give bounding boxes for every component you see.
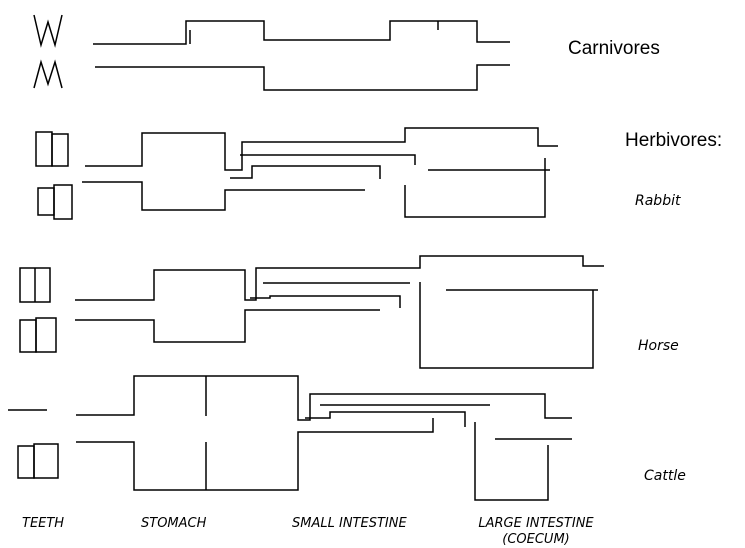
horse-caecum [419, 282, 594, 369]
horse-lower-tooth-b [35, 317, 57, 353]
rabbit-label: Rabbit [635, 193, 681, 209]
horse-lower-tooth-a [19, 319, 37, 353]
cattle-lower-tooth-b [33, 443, 59, 479]
stomach-column-label: STOMACH [141, 516, 207, 531]
carnivore-tract-bottom [95, 64, 510, 91]
carnivore-tract-top [93, 20, 510, 45]
carnivores-label: Carnivores [568, 38, 660, 59]
cattle-diagram [8, 375, 572, 501]
large-intestine-label: LARGE INTESTINE [478, 516, 594, 531]
rabbit-tract-bottom [82, 181, 365, 211]
carnivore-lower-teeth [33, 59, 63, 89]
rabbit-upper-tooth-a [35, 131, 53, 167]
cattle-tract-bottom [76, 418, 434, 491]
horse-tract-bottom [75, 309, 380, 343]
rabbit-intestine-inner-2 [230, 165, 381, 179]
teeth-column-label: TEETH [22, 516, 65, 531]
rabbit-lower-tooth-a [37, 187, 55, 216]
cattle-lower-tooth-a [17, 445, 35, 479]
rabbit-diagram [35, 127, 558, 220]
rabbit-intestine-inner-1 [240, 154, 416, 165]
cattle-tract-top [76, 375, 572, 421]
coecum-label: (COECUM) [502, 532, 570, 547]
carnivore-upper-teeth [33, 14, 63, 48]
small-intestine-column-label: SMALL INTESTINE [292, 516, 407, 531]
horse-label: Horse [638, 338, 679, 354]
horse-intestine-inner-2 [250, 295, 401, 308]
rabbit-tract-top [85, 127, 558, 171]
herbivores-label: Herbivores: [625, 130, 723, 151]
cattle-label: Cattle [644, 468, 686, 484]
rabbit-upper-tooth-b [51, 133, 69, 167]
horse-tract-top [75, 255, 604, 301]
horse-diagram [19, 255, 604, 369]
cattle-intestine-inner-2 [305, 411, 466, 427]
carnivore-diagram [33, 14, 510, 91]
large-intestine-column-label: LARGE INTESTINE (COECUM) [455, 516, 617, 548]
rabbit-lower-tooth-b [53, 184, 73, 220]
rabbit-caecum [404, 158, 546, 218]
cattle-caecum [474, 422, 549, 501]
